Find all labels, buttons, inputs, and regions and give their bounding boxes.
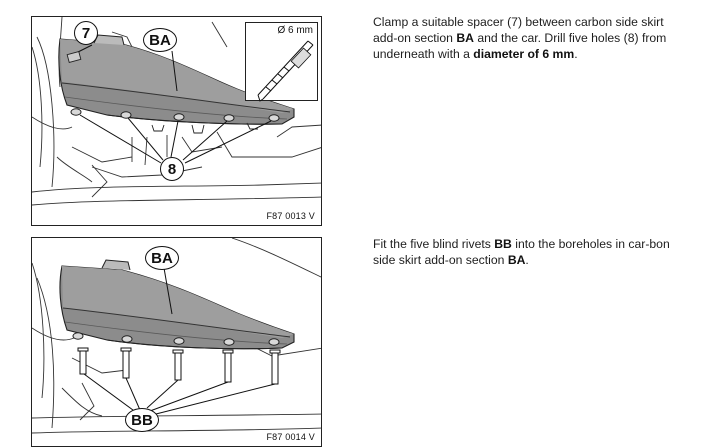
skirt-drilling-illustration <box>32 17 321 206</box>
callout-holes-8: 8 <box>160 157 184 181</box>
instruction-text: and the car. Drill five holes (8) from u… <box>373 31 667 61</box>
instruction-text: Clamp a suitable spacer (7) between carb… <box>373 15 664 45</box>
figure-code: F87 0013 V <box>266 211 315 221</box>
part-reference-ba: BA <box>507 253 526 267</box>
callout-section-ba: BA <box>143 28 177 52</box>
instruction-step-2: Fit the five blind rivets BB into the bo… <box>373 236 673 268</box>
instruction-step-1: Clamp a suitable spacer (7) between carb… <box>373 14 673 62</box>
instruction-text: Fit the five blind rivets <box>373 237 495 251</box>
instruction-text: into the boreholes in car-bon side skirt… <box>373 237 670 267</box>
figure-code: F87 0014 V <box>266 432 315 442</box>
part-reference-ba: BA <box>456 31 474 45</box>
figure-drill-holes: Ø 6 mm 7 BA 8 F87 0013 V <box>31 16 322 226</box>
callout-rivets-bb: BB <box>125 408 159 432</box>
drill-diameter-label: Ø 6 mm <box>277 25 313 36</box>
callout-section-ba: BA <box>145 246 179 270</box>
drill-diameter-emphasis: diameter of 6 mm <box>473 47 575 61</box>
callout-spacer-7: 7 <box>74 21 98 45</box>
part-reference-bb: BB <box>494 237 512 251</box>
skirt-rivet-illustration <box>32 238 321 434</box>
instruction-text: . <box>574 47 578 61</box>
figure-fit-rivets: BA BB F87 0014 V <box>31 237 322 447</box>
drill-bit-icon <box>257 40 314 102</box>
instruction-text: . <box>525 253 529 267</box>
drill-bit-inset: Ø 6 mm <box>245 22 318 102</box>
